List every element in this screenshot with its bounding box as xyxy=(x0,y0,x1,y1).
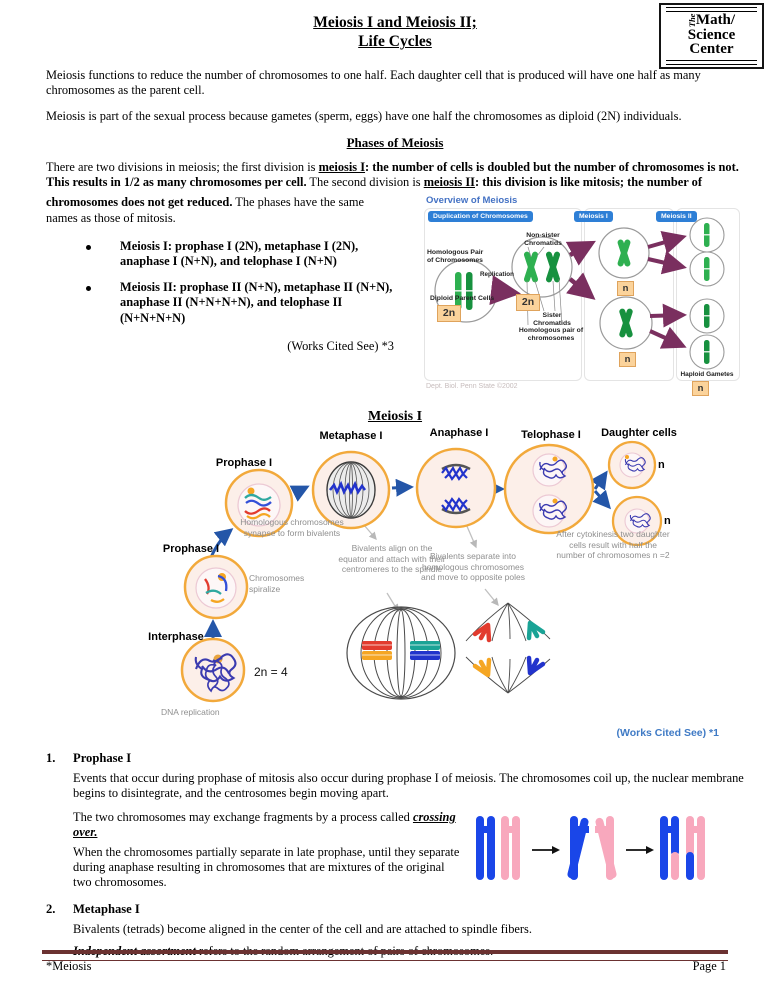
phases-paragraph-a: There are two divisions in meiosis; the … xyxy=(46,160,739,190)
logo-line-1: TheMath/ xyxy=(661,11,762,30)
section2-heading: 2. Metaphase I xyxy=(46,902,744,917)
logo-word-science: Science xyxy=(687,27,736,44)
label-sister-chromatids: Sister Chromatids xyxy=(533,312,571,328)
intro-paragraph-2: Meiosis is part of the sexual process be… xyxy=(46,109,682,123)
caption-after-cytokinesis: After cytokinesis two daughter cells res… xyxy=(556,529,670,561)
label-n-2: n xyxy=(664,515,671,528)
overview-of-meiosis-diagram: Overview of Meiosis Duplication of Chrom… xyxy=(424,195,744,397)
label-non-sister-chromatids: Non-sister Chromatids xyxy=(524,232,562,248)
meiosis1-heading: Meiosis I xyxy=(367,409,423,425)
phases-heading: Phases of Meiosis xyxy=(346,135,444,151)
label-metaphase1: Metaphase I xyxy=(319,430,383,443)
works-cited-1: (Works Cited See) *1 xyxy=(616,727,719,740)
ploidy-box-2n-a: 2n xyxy=(437,305,461,323)
badge-duplication: Duplication of Chromosomes xyxy=(428,211,533,223)
label-prophase1-upper: Prophase I xyxy=(215,457,273,470)
section1-number: 1. xyxy=(46,751,56,766)
section2-number: 2. xyxy=(46,901,56,916)
ploidy-box-n-c: n xyxy=(692,381,709,397)
works-cited-3: (Works Cited See) *3 xyxy=(287,339,394,354)
bullet-meiosis-1: Meiosis I: prophase I (2N), metaphase I … xyxy=(86,239,398,270)
logo-rule-top xyxy=(666,7,757,12)
footer-page-number: Page 1 xyxy=(692,959,726,973)
logo-rule-bottom xyxy=(666,60,757,65)
caption-bivalents-align: Bivalents align on the equator and attac… xyxy=(338,543,446,575)
label-telophase1: Telophase I xyxy=(521,429,581,442)
section1-crossing-block: The two chromosomes may exchange fragmen… xyxy=(73,810,744,898)
meiosis-2-term: meiosis II xyxy=(423,175,475,190)
title-line-2: Life Cycles xyxy=(358,33,432,51)
label-haploid-gametes: Haploid Gametes xyxy=(680,371,734,379)
label-replication: Replication xyxy=(480,271,514,279)
phases-paragraph-b: chromosomes does not get reduced. The ph… xyxy=(46,195,364,225)
section2-paragraph-1: Bivalents (tetrads) become aligned in th… xyxy=(73,922,532,937)
ploidy-box-n-a: n xyxy=(617,281,634,297)
label-daughter-cells: Daughter cells xyxy=(601,427,677,440)
logo-the: The xyxy=(686,13,697,27)
overview-title: Overview of Meiosis xyxy=(426,195,518,207)
footer: *Meiosis Page 1 xyxy=(46,959,726,974)
section1-paragraph-2: The two chromosomes may exchange fragmen… xyxy=(73,809,456,840)
logo-word-math: Math/ xyxy=(695,11,736,28)
label-homologous-pair: Homologous Pair of Chromosomes xyxy=(427,249,484,265)
badge-meiosis-2: Meiosis II xyxy=(656,211,697,223)
label-homologous-pair-2: Homologous pair of chromosomes xyxy=(518,327,584,343)
ploidy-box-n-b: n xyxy=(619,352,636,368)
section1-title: Prophase I xyxy=(73,751,132,766)
caption-synapse: Homologous chromosomes synapse to form b… xyxy=(240,517,344,538)
phases-left-column: chromosomes does not get reduced. The ph… xyxy=(46,195,398,395)
label-anaphase1: Anaphase I xyxy=(429,427,489,440)
overview-credit: Dept. Biol. Penn State ©2002 xyxy=(426,383,518,391)
intro-paragraph-1: Meiosis functions to reduce the number o… xyxy=(46,67,701,97)
logo-text: TheMath/ Science Center xyxy=(661,11,762,57)
overview-figure: Overview of Meiosis Duplication of Chrom… xyxy=(424,195,744,397)
badge-meiosis-1: Meiosis I xyxy=(574,211,613,223)
caption-bivalents-separate: Bivalents separate into homologous chrom… xyxy=(421,551,525,583)
ploidy-box-2n-b: 2n xyxy=(516,294,540,312)
crossing-over-graphics xyxy=(476,815,705,880)
label-n-1: n xyxy=(658,459,665,472)
footer-rule xyxy=(42,950,728,961)
math-science-center-logo: TheMath/ Science Center xyxy=(659,3,764,69)
label-diploid-parent-cells: Diploid Parent Cells xyxy=(430,295,495,303)
meiosis1-cycle-diagram: Prophase I Metaphase I Anaphase I Teloph… xyxy=(106,427,736,727)
label-interphase: Interphase xyxy=(148,631,204,644)
label-2n-equals-4: 2n = 4 xyxy=(254,665,288,680)
section1-body: Events that occur during prophase of mit… xyxy=(73,771,744,898)
page-title: Meiosis I and Meiosis II; Life Cycles xyxy=(46,13,744,52)
bullet-meiosis-2: Meiosis II: prophase II (N+N), metaphase… xyxy=(86,280,398,327)
crossing-over-term: crossing over. xyxy=(73,809,456,840)
meiosis-1-term: meiosis I xyxy=(318,160,366,175)
footer-left: *Meiosis xyxy=(46,959,92,973)
logo-word-center: Center xyxy=(689,40,734,57)
caption-chromosomes-spiralize: Chromosomes spiralize xyxy=(249,573,305,594)
crossing-over-figure xyxy=(474,810,714,898)
section1-heading: 1. Prophase I xyxy=(46,751,744,766)
phase-bullet-list: Meiosis I: prophase I (2N), metaphase I … xyxy=(46,239,398,327)
section2-title: Metaphase I xyxy=(73,901,140,916)
phases-row: chromosomes does not get reduced. The ph… xyxy=(46,195,744,397)
label-prophase1-lower: Prophase I xyxy=(162,543,220,556)
section1-paragraph-3: When the chromosomes partially separate … xyxy=(73,845,460,890)
title-line-1: Meiosis I and Meiosis II; xyxy=(313,14,477,31)
meiosis1-graphics xyxy=(180,441,663,703)
section1-paragraph-1: Events that occur during prophase of mit… xyxy=(73,770,744,800)
caption-dna-replication: DNA replication xyxy=(161,707,220,718)
